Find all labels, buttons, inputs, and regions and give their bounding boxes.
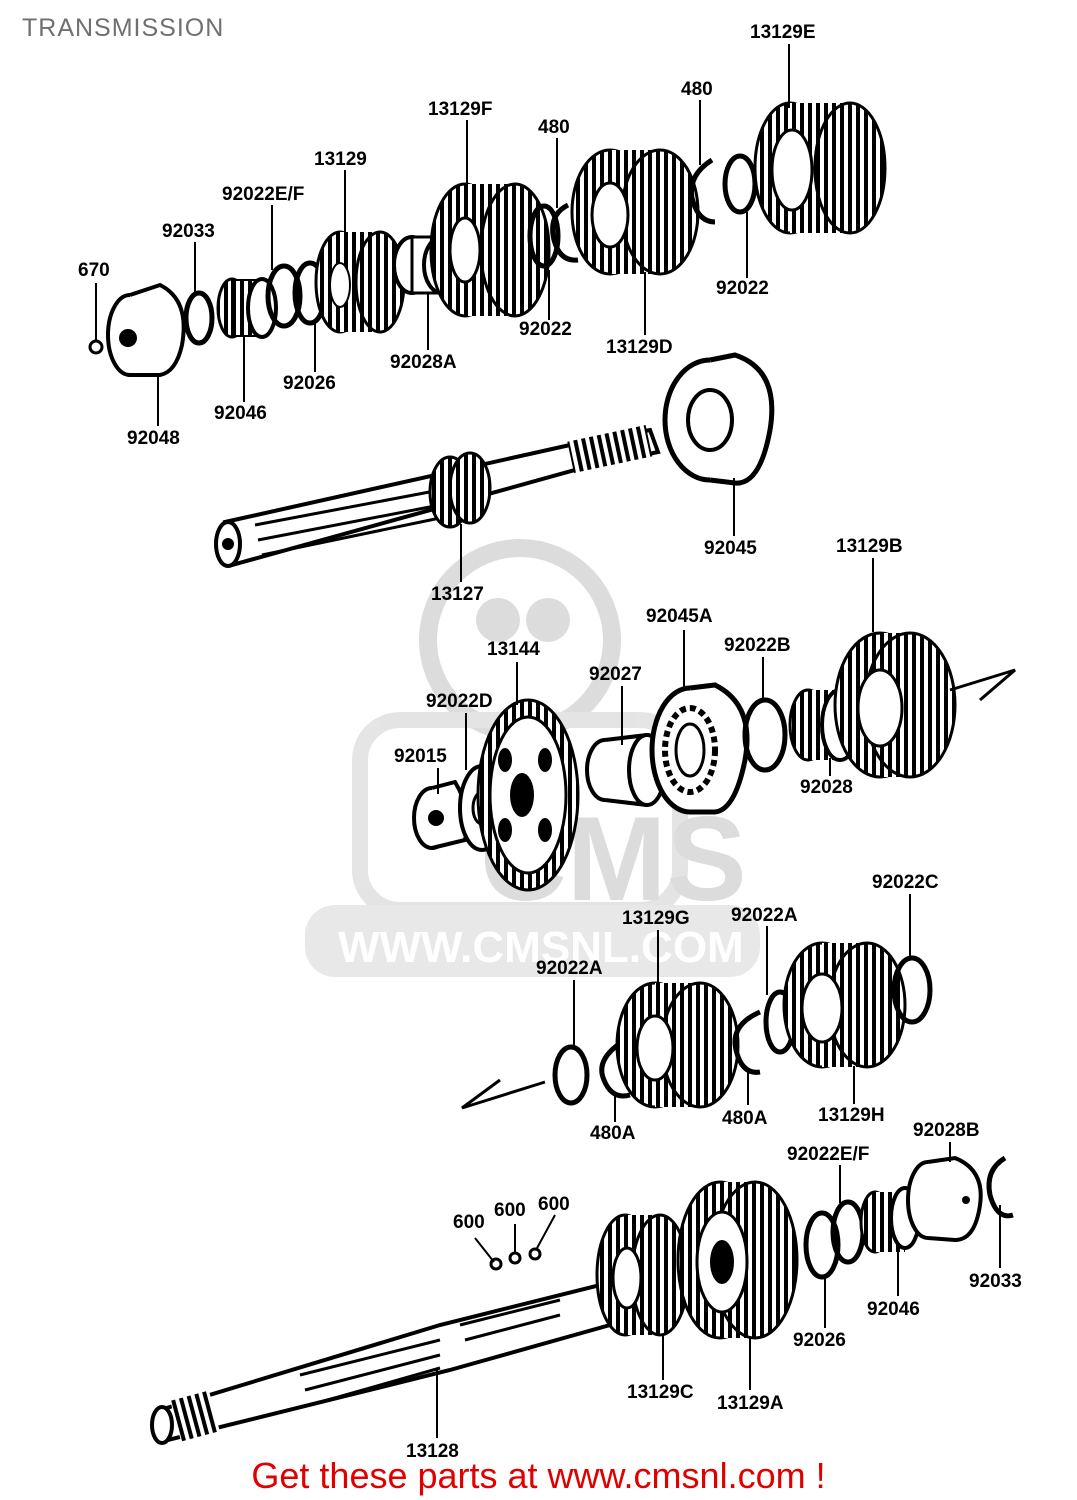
part-13129b [833,631,957,779]
part-13129e [753,101,887,235]
page-title: TRANSMISSION [22,14,225,42]
label-13144: 13144 [487,639,540,660]
part-13129d [570,148,700,276]
label-13129g: 13129G [622,908,690,929]
part-13128 [150,1282,613,1445]
label-92022-right: 92022 [716,278,769,299]
label-92045: 92045 [704,538,757,559]
part-13129a [676,1180,799,1340]
part-92046-top [216,277,278,339]
part-13129 [314,230,406,334]
leader-lines [95,44,1001,1438]
part-480-top [688,157,716,225]
part-92045a [649,682,750,815]
label-92033-top: 92033 [162,221,215,242]
part-92026-bottom [803,1210,841,1280]
label-92022b: 92022B [724,635,791,656]
label-670: 670 [78,260,110,281]
label-13129b: 13129B [836,536,903,557]
watermark-url: WWW.CMSNL.COM [338,923,744,972]
label-92048: 92048 [127,428,180,449]
label-13129d: 13129D [606,337,673,358]
top-assembly [88,101,887,568]
label-92028: 92028 [800,777,853,798]
label-92046-bottom: 92046 [867,1299,920,1320]
label-13129: 13129 [314,149,367,170]
label-92033-bottom: 92033 [969,1271,1022,1292]
buy-parts-link[interactable]: Get these parts at www.cmsnl.com ! [251,1455,826,1496]
label-600-a: 600 [453,1212,485,1233]
part-600-b [508,1251,522,1265]
part-labels: 13129E 480 13129F 480 13129 92022E/F 920… [78,22,1022,1462]
label-13129h: 13129H [818,1105,885,1126]
label-480-mid: 480 [538,117,570,138]
part-13144 [476,698,580,892]
label-13129a: 13129A [717,1393,784,1414]
part-92033-top [183,290,215,346]
lower-assembly [461,941,933,1110]
label-600-b: 600 [494,1200,526,1221]
part-92028b [906,1155,983,1243]
axis-arrow-right [949,668,1016,702]
part-92045 [662,352,775,486]
label-92015: 92015 [394,746,447,767]
label-92028b: 92028B [913,1120,980,1141]
part-480-mid [550,202,579,263]
part-92022-right [722,153,758,215]
label-92045a: 92045A [646,606,713,627]
label-92022a-left: 92022A [536,958,603,979]
label-13129c: 13129C [627,1382,694,1403]
label-92028a: 92028A [390,352,457,373]
axis-arrow-left [461,1078,546,1110]
label-92022-mid: 92022 [519,319,572,340]
label-13128: 13128 [406,1441,459,1462]
label-92022ef-top: 92022E/F [222,184,304,205]
part-92033-bottom [986,1155,1014,1219]
part-92022a-left [552,1044,590,1106]
label-92046-top: 92046 [214,403,267,424]
part-13129c [595,1213,690,1337]
label-480a-right: 480A [722,1108,768,1129]
part-600-a [489,1257,503,1271]
label-92027: 92027 [589,664,642,685]
label-600-c: 600 [538,1194,570,1215]
part-600-c [528,1247,542,1261]
part-92048 [106,282,186,377]
part-92022c [891,955,933,1025]
label-92022ef-bottom: 92022E/F [787,1144,869,1165]
label-92022a-top: 92022A [731,905,798,926]
part-92022b [742,697,788,773]
part-13129g [615,981,740,1109]
middle-assembly [412,631,1016,892]
part-92022-mid [527,203,561,269]
part-13129h [782,941,907,1069]
part-92022ef-top [265,263,303,329]
label-92026-top: 92026 [283,373,336,394]
label-13129f: 13129F [428,99,492,120]
label-92022c: 92022C [872,872,939,893]
part-13127 [214,425,661,568]
part-480a-left [599,1039,631,1099]
label-92022d: 92022D [426,691,493,712]
label-13127: 13127 [431,584,484,605]
bottom-assembly [150,1155,1014,1445]
label-480-top: 480 [681,79,713,100]
part-13129f [429,182,551,318]
label-92026-bottom: 92026 [793,1330,846,1351]
part-670 [88,339,104,355]
label-13129e: 13129E [750,22,816,43]
label-480a-left: 480A [590,1123,636,1144]
part-480a-right [732,1009,762,1075]
